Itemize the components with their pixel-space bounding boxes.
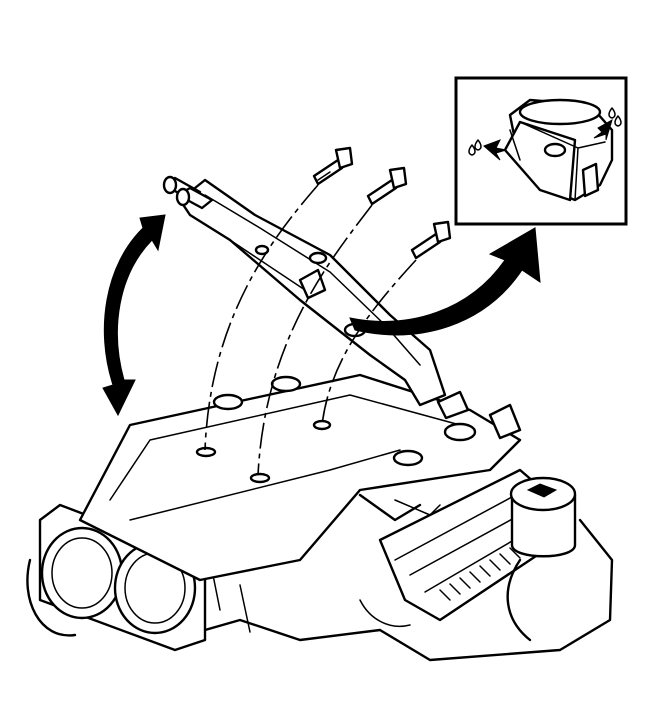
throttle-body-ports <box>26 503 207 652</box>
upper-manifold-cover <box>162 175 447 407</box>
ribbed-cover <box>439 547 521 601</box>
bolt-icon <box>312 146 354 186</box>
bolt-icon <box>410 220 452 260</box>
bolt-icon <box>366 166 408 206</box>
oring-icon <box>503 98 614 202</box>
alignment-lines <box>204 184 417 476</box>
engine-block <box>148 468 614 662</box>
vacuum-nipples <box>162 175 214 210</box>
detail-arrow-icon <box>349 227 541 336</box>
port-left <box>40 526 124 620</box>
lift-arrow-icon <box>102 214 166 417</box>
lower-intake-manifold <box>78 373 522 582</box>
lubricant-arrow-icon <box>468 107 622 161</box>
oil-filler-cap <box>506 476 577 642</box>
detail-inset <box>454 76 628 226</box>
